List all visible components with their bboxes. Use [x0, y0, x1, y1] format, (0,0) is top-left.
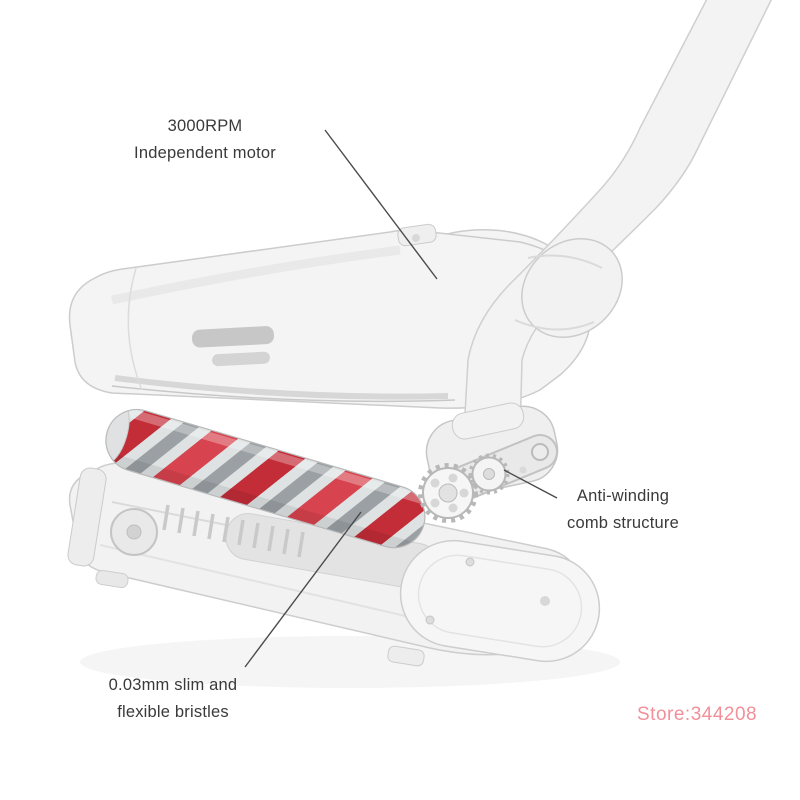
- base-screw-2: [425, 615, 435, 625]
- shell-stub-hole: [412, 234, 420, 242]
- base-screw-1: [465, 557, 475, 567]
- belt-axle: [531, 443, 549, 461]
- store-watermark: Store:344208: [637, 704, 758, 725]
- shell-slot-2: [212, 351, 270, 367]
- leader-line-motor: [324, 129, 438, 280]
- big-gear: [418, 463, 478, 523]
- bottom-plate-seam: [417, 554, 583, 648]
- annotation-comb-line1: Anti-winding: [576, 487, 670, 505]
- small-gear: [468, 453, 510, 495]
- base-left-bracket: [67, 467, 107, 567]
- annotation-comb: Anti-winding comb structure: [548, 483, 698, 537]
- annotation-bristles-line2: flexible bristles: [117, 703, 229, 721]
- annotation-motor-line2: Independent motor: [134, 144, 276, 162]
- leader-line-bristles: [244, 511, 362, 668]
- plate-screw: [540, 596, 550, 606]
- leader-line-comb: [503, 469, 558, 499]
- base-vents: [162, 504, 305, 558]
- gear-screw: [519, 466, 527, 474]
- annotation-bristles: 0.03mm slim and flexible bristles: [85, 672, 261, 726]
- base-foot-right: [387, 645, 425, 667]
- wheel-hub: [126, 524, 142, 540]
- shell-seam: [127, 267, 143, 391]
- gear-bracket: [451, 402, 525, 440]
- base-foot-left: [95, 569, 129, 589]
- annotation-bristles-line1: 0.03mm slim and: [108, 676, 238, 694]
- shell-slot-1: [191, 326, 275, 348]
- annotation-motor-line1: 3000RPM: [167, 117, 243, 135]
- annotation-motor: 3000RPM Independent motor: [100, 113, 310, 167]
- swivel-elbow: [521, 238, 623, 338]
- annotation-comb-line2: comb structure: [567, 514, 679, 532]
- bottom-plate: [399, 539, 601, 663]
- handle-tube: [463, 0, 773, 437]
- gear-assembly: [418, 402, 559, 523]
